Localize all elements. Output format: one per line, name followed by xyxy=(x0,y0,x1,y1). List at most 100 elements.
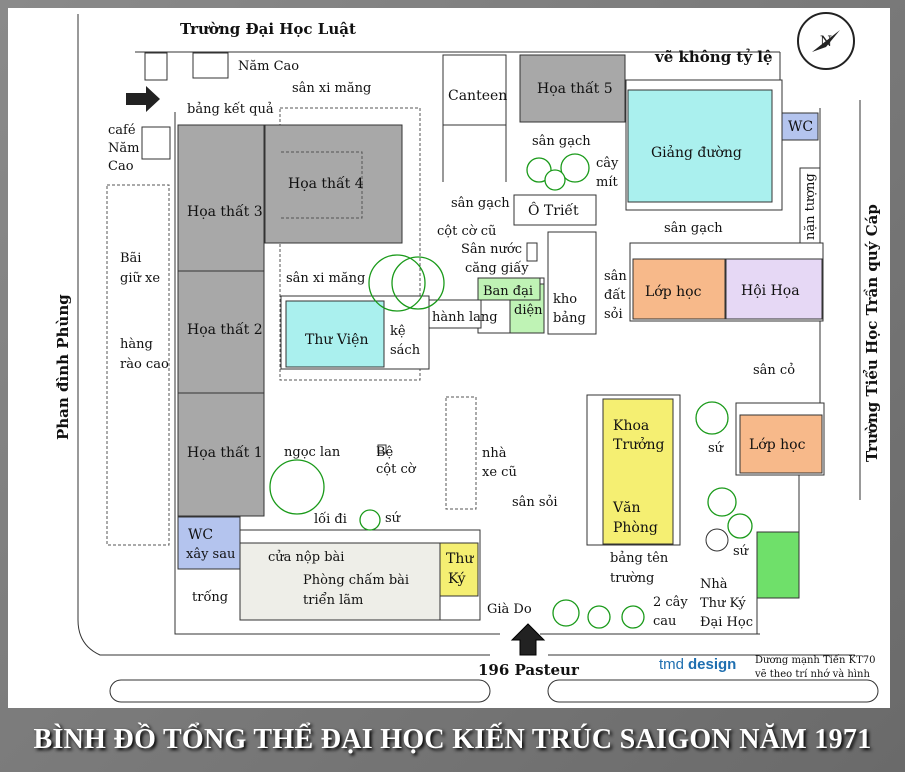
trees xyxy=(269,153,753,629)
khoa-truong-building xyxy=(602,398,674,545)
bang-ten-truong-label-2: trường xyxy=(610,571,654,586)
hoa-that-4-building xyxy=(264,124,403,244)
ban-dai-dien-front xyxy=(477,277,541,301)
hoa-that-2-label: Họa thất 2 xyxy=(187,321,263,338)
giang-duong-label: Giảng đường xyxy=(651,144,742,161)
ngoc-lan-label: ngọc lan xyxy=(284,445,341,460)
san-co-label: sân cỏ xyxy=(753,363,795,378)
nan-tuong-label: nặn tượng xyxy=(803,173,818,240)
hoi-hoa-building xyxy=(725,258,823,320)
wc-bottom-label-2: xây sau xyxy=(186,547,235,562)
dashed-paths xyxy=(106,107,477,546)
author-note: vẽ theo trí nhớ và hình xyxy=(754,669,870,680)
phong-cham-label-2: triển lãm xyxy=(303,592,363,608)
su-3-label: sứ xyxy=(385,511,401,526)
lop-hoc-2-label: Lớp học xyxy=(749,437,806,453)
nha-xe-cu-label-2: xe cũ xyxy=(482,465,517,480)
canteen-label: Canteen xyxy=(448,88,507,104)
san-xi-mang-mid-label: sân xi măng xyxy=(286,271,365,286)
street-top: Trường Đại Học Luật xyxy=(180,20,356,38)
hoa-that-4-partition xyxy=(281,151,363,219)
lop-hoc-1-label: Lớp học xyxy=(645,284,702,300)
be-cot-co-label-1: Bệ xyxy=(376,445,394,460)
hang-rao-label-1: hàng xyxy=(120,337,153,352)
thu-vien-hall xyxy=(285,300,385,368)
flagpole-base xyxy=(705,528,729,552)
logo-tmd: tmd xyxy=(659,656,684,673)
san-gach-1-label: sân gạch xyxy=(532,134,591,149)
cay-mit-label-2: mít xyxy=(596,175,618,190)
nha-thu-ky-label-1: Nhà xyxy=(700,577,728,592)
bang-ket-qua-label: bảng kết quả xyxy=(187,101,274,117)
ke-sach-label-1: kệ xyxy=(390,324,406,339)
su-1-label: sứ xyxy=(708,441,724,456)
cafe-box xyxy=(141,126,171,160)
scale-note: vẽ không tỷ lệ xyxy=(654,48,773,66)
wc-top-building xyxy=(781,112,819,141)
lop-hoc-2-building xyxy=(739,414,823,474)
cafe-label-3: Cao xyxy=(108,159,134,174)
cua-nop-bai-label: cửa nộp bài xyxy=(268,550,344,565)
cay-cau-label-2: cau xyxy=(653,614,676,629)
san-soi-label: sân sỏi xyxy=(512,495,558,510)
lop-hoc-1-building xyxy=(632,258,726,320)
san-dat-soi-label-3: sỏi xyxy=(604,307,623,322)
compass-icon: N xyxy=(797,12,855,70)
thu-ky-label-2: Ký xyxy=(448,570,466,587)
canteen-building xyxy=(442,54,507,126)
hoa-that-1-building xyxy=(177,392,265,517)
bang-ten-truong-label-1: bảng tên xyxy=(610,551,669,566)
nam-cao-box xyxy=(192,52,229,79)
thu-vien-label: Thư Viện xyxy=(305,332,368,348)
hanh-lang-label: hành lang xyxy=(432,310,498,325)
svg-text:N: N xyxy=(820,34,832,50)
hoa-that-3-label: Họa thất 3 xyxy=(187,203,263,220)
hoa-that-3-building xyxy=(177,124,265,272)
canteen-wing xyxy=(442,125,507,182)
su-2-label: sứ xyxy=(733,544,749,559)
kho-bang-label-1: kho xyxy=(553,292,577,307)
san-gach-2-label: sân gạch xyxy=(451,196,510,211)
cay-cau-label-1: 2 cây xyxy=(653,595,688,610)
cot-co-cu-label: cột cờ cũ xyxy=(437,224,496,239)
street-outlines xyxy=(77,14,879,703)
khoa-truong-label-2: Trưởng xyxy=(613,436,664,453)
thu-ky-building xyxy=(439,542,479,597)
kho-bang-building xyxy=(547,231,597,335)
lawn-area xyxy=(756,531,800,599)
cay-mit-label-1: cây xyxy=(596,156,619,171)
trong-label: trống xyxy=(192,589,228,605)
logo-design: design xyxy=(688,656,736,673)
kho-bang-label-2: bảng xyxy=(553,311,586,326)
san-gach-3-label: sân gạch xyxy=(664,221,723,236)
o-triet-label: Ô Triết xyxy=(528,201,579,219)
wc-top-label: WC xyxy=(788,119,813,135)
nam-cao-label: Năm Cao xyxy=(238,59,299,74)
cafe-label-2: Năm xyxy=(108,141,139,156)
hoa-that-5-building xyxy=(519,54,626,123)
lawn-edge xyxy=(756,475,800,634)
san-nuoc-label-1: Sân nước xyxy=(461,242,522,257)
giang-duong-hall xyxy=(627,89,773,203)
san-xi-mang-top-label: sân xi măng xyxy=(292,81,371,96)
bai-giu-xe-label-1: Bãi xyxy=(120,251,141,266)
van-phong-label-1: Văn xyxy=(612,500,640,516)
hanh-lang-box xyxy=(428,299,482,329)
be-cot-co-label-2: cột cờ xyxy=(376,462,417,477)
bai-giu-xe-label-2: giữ xe xyxy=(120,271,160,286)
san-dat-soi-label-1: sân xyxy=(604,269,627,284)
o-triet-building xyxy=(513,194,597,226)
nha-xe-cu-label-1: nhà xyxy=(482,446,507,461)
kiosk-box-1 xyxy=(144,52,168,81)
ban-dai-dien-label-1: Ban đại xyxy=(483,284,533,299)
title-banner: BÌNH ĐỒ TỔNG THỂ ĐẠI HỌC KIẾN TRÚC SAIGO… xyxy=(0,712,905,768)
street-bottom: 196 Pasteur xyxy=(478,661,580,679)
street-left: Phan đình Phùng xyxy=(54,294,72,440)
san-nuoc-label-2: căng giấy xyxy=(465,260,529,276)
cafe-label-1: café xyxy=(108,123,136,138)
author-credit: Dương mạnh Tiến KT70 xyxy=(755,655,876,666)
flagpole-box xyxy=(377,444,387,454)
van-phong-label-2: Phòng xyxy=(613,520,658,536)
gia-do-label: Già Do xyxy=(487,602,532,617)
